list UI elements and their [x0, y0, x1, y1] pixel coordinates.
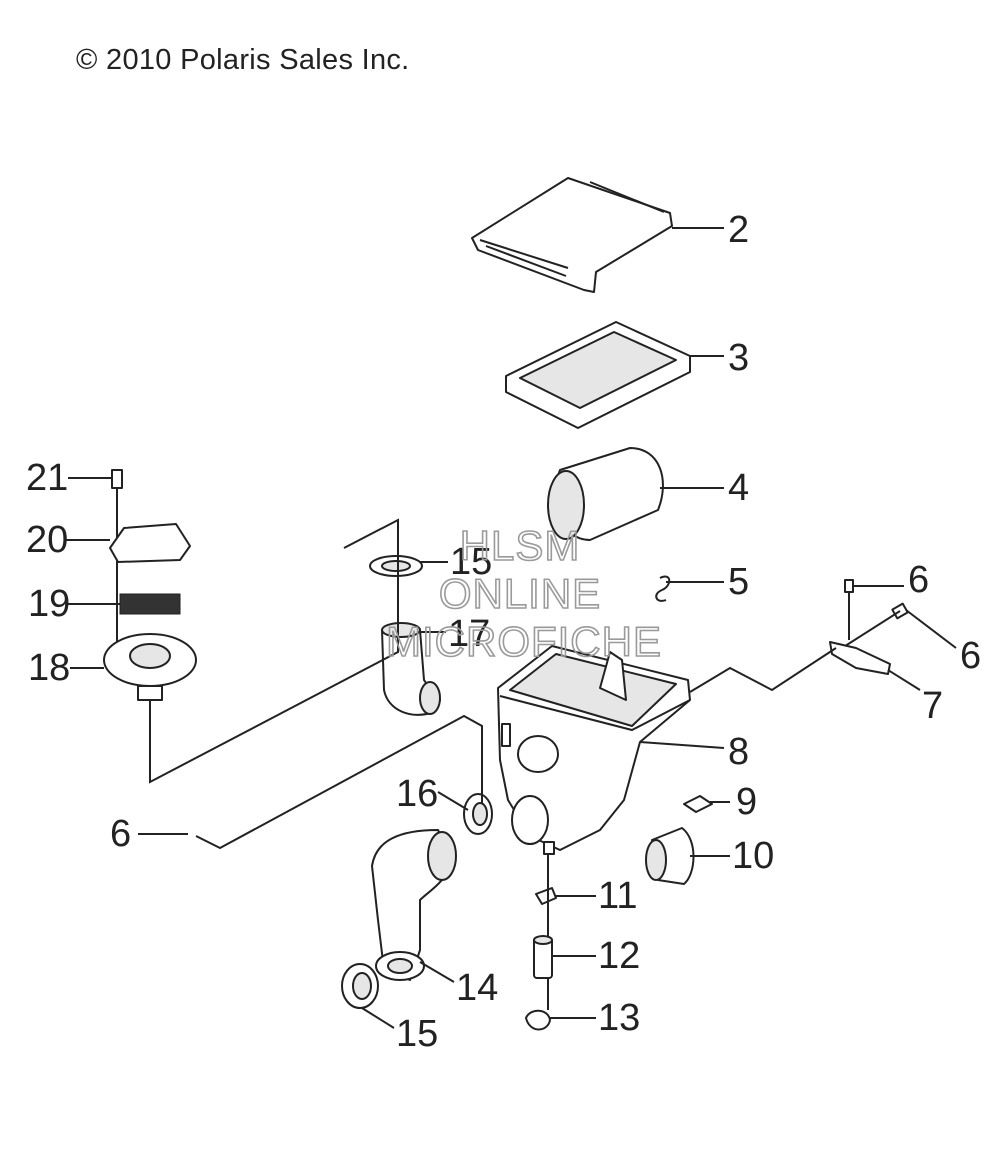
callout-16: 16	[396, 773, 438, 815]
part-2-air-filter-cover	[471, 177, 673, 293]
part-15-hose-clamp-bottom	[341, 963, 379, 1009]
hose-route-line	[689, 647, 837, 693]
part-21-screw	[111, 469, 123, 660]
callout-20: 20	[26, 519, 68, 561]
hose-route-line	[149, 518, 399, 784]
hose-route-line	[195, 714, 483, 850]
callout-6: 6	[908, 559, 929, 601]
watermark-line-2: ONLINE	[439, 570, 601, 617]
part-18-breather-base	[103, 633, 197, 701]
callout-15: 15	[396, 1013, 438, 1055]
part-15-hose-clamp-top	[369, 555, 423, 577]
callout-18: 18	[28, 647, 70, 689]
part-8-airbox	[497, 645, 691, 855]
callout-9: 9	[736, 781, 757, 823]
callout-12: 12	[598, 935, 640, 977]
part-20-breather-cap	[109, 523, 191, 563]
part-17-outlet-boot	[381, 622, 441, 716]
part-4-pre-filter	[547, 447, 664, 541]
callout-10: 10	[732, 835, 774, 877]
part-13-drain-plug	[525, 1009, 551, 1031]
watermark: HLSM ONLINE MICROFICHE	[385, 521, 662, 666]
callout-14: 14	[456, 967, 498, 1009]
callout-3: 3	[728, 337, 749, 379]
part-6-screw-right	[841, 602, 909, 649]
part-11-washer	[535, 887, 557, 905]
callout-15: 15	[450, 541, 492, 583]
callout-labels: 2 3 4 5 6 6 6 7 8 9 10 11 12 13 14 15 15…	[26, 209, 981, 1055]
part-5-clip	[655, 575, 671, 602]
part-12-drain-tube	[533, 935, 553, 979]
part-19-breather-screen	[119, 593, 181, 615]
callout-6: 6	[960, 635, 981, 677]
copyright-text: © 2010 Polaris Sales Inc.	[76, 44, 410, 76]
callout-13: 13	[598, 997, 640, 1039]
part-14-intake-duct	[371, 829, 457, 981]
leader-lines	[66, 227, 957, 1029]
callout-19: 19	[28, 583, 70, 625]
callout-11: 11	[598, 875, 637, 917]
callout-8: 8	[728, 731, 749, 773]
part-16-hose-clamp	[463, 793, 493, 835]
callout-21: 21	[26, 457, 68, 499]
part-9-foam-pad	[683, 795, 713, 813]
callout-5: 5	[728, 561, 749, 603]
callout-6: 6	[110, 813, 131, 855]
watermark-line-3: MICROFICHE	[386, 618, 662, 665]
callout-17: 17	[448, 613, 490, 655]
callout-2: 2	[728, 209, 749, 251]
callout-7: 7	[922, 685, 943, 727]
watermark-line-1: HLSM	[460, 522, 581, 569]
part-7-bracket	[829, 641, 891, 675]
part-10-seal-ring	[645, 827, 695, 885]
part-6-screw-right-top	[844, 579, 854, 640]
callout-4: 4	[728, 467, 749, 509]
part-3-filter-element	[505, 321, 691, 429]
